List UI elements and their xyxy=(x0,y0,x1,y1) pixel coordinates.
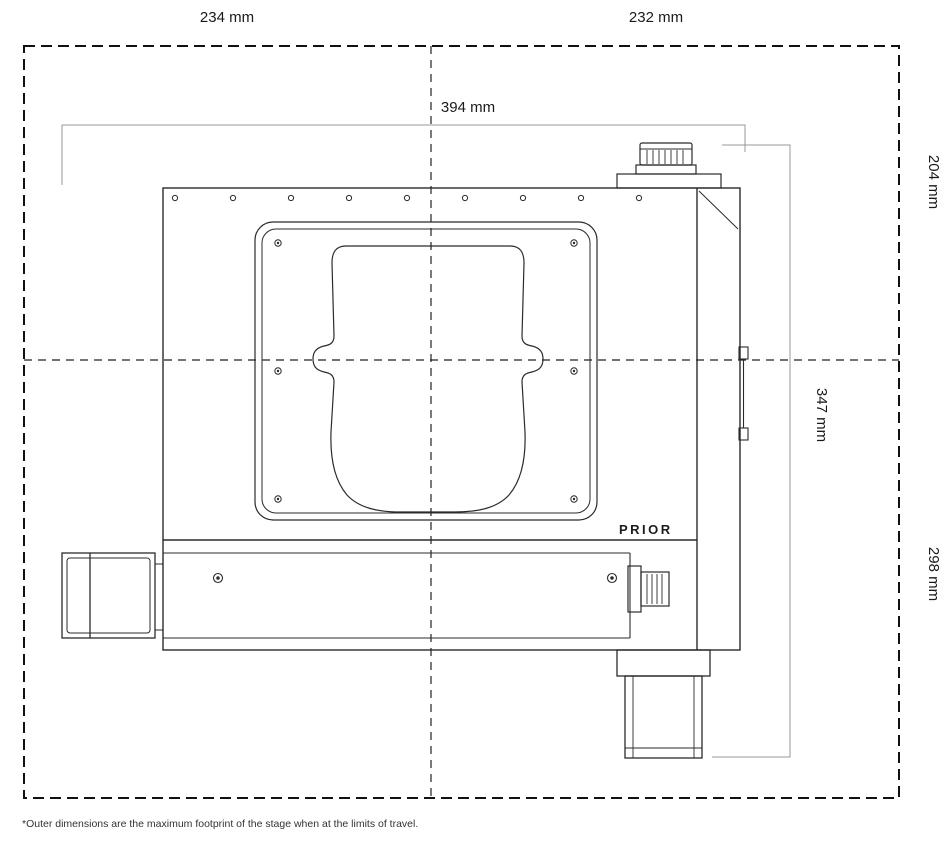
screw-hole xyxy=(274,495,282,503)
dim-label-298mm: 298 mm xyxy=(925,547,942,601)
screw-hole-center xyxy=(572,497,576,501)
screw-hole-center xyxy=(276,241,280,245)
x-axis-rail xyxy=(163,552,631,639)
top-screw-holes xyxy=(171,194,643,202)
screw-hole xyxy=(570,495,578,503)
prior-logo: PRIOR xyxy=(619,522,673,537)
screw-hole-center xyxy=(572,241,576,245)
screw-hole xyxy=(570,239,578,247)
dim-label-204mm: 204 mm xyxy=(925,155,942,209)
right-edge-encoder xyxy=(738,346,749,441)
screw-hole xyxy=(461,194,469,202)
left-motor-body xyxy=(61,552,156,639)
left-motor-coupling xyxy=(154,563,164,631)
bottom-motor-flange xyxy=(616,649,711,677)
connector-cylinder xyxy=(639,142,693,166)
bottom-connector-ribs xyxy=(646,574,663,604)
screw-hole xyxy=(171,194,179,202)
screw-hole xyxy=(345,194,353,202)
stage-outline xyxy=(162,187,741,651)
dim-label-234mm: 234 mm xyxy=(200,9,254,26)
screw-hole xyxy=(570,367,578,375)
screw-hole xyxy=(229,194,237,202)
footnote: *Outer dimensions are the maximum footpr… xyxy=(22,818,418,830)
screw-hole-center xyxy=(572,369,576,373)
connector-ribs xyxy=(646,150,684,164)
rail-screw xyxy=(212,572,224,584)
connector-collar xyxy=(635,164,697,175)
aperture-plate-inner xyxy=(261,228,591,514)
screw-hole xyxy=(274,367,282,375)
dim-line-347 xyxy=(712,144,791,758)
stage-body xyxy=(162,187,741,651)
dim-label-394mm: 394 mm xyxy=(441,99,495,116)
footprint-dashed-border xyxy=(23,45,900,799)
dim-label-347mm: 347 mm xyxy=(813,388,830,442)
screw-hole xyxy=(519,194,527,202)
screw-hole-center xyxy=(276,369,280,373)
screw-hole xyxy=(403,194,411,202)
dim-line-394 xyxy=(61,124,746,185)
aperture-plate xyxy=(254,221,598,521)
rail-screw xyxy=(606,572,618,584)
slide-aperture-outline xyxy=(312,245,544,513)
screw-hole xyxy=(635,194,643,202)
stage-corner-chamfer xyxy=(698,190,739,230)
aperture-plate-outer xyxy=(254,221,598,521)
connector-base-plate xyxy=(616,173,722,189)
screw-hole xyxy=(287,194,295,202)
top-connector xyxy=(616,142,722,189)
screw-hole xyxy=(274,239,282,247)
bottom-motor-body xyxy=(624,675,703,759)
bottom-connector-cylinder xyxy=(640,571,670,607)
left-motor-inner xyxy=(66,557,151,634)
bottom-connector xyxy=(627,565,670,613)
left-motor xyxy=(61,552,164,639)
bottom-motor xyxy=(616,649,711,759)
screw-hole xyxy=(577,194,585,202)
dim-label-232mm: 232 mm xyxy=(629,9,683,26)
aperture-plate-screws xyxy=(274,239,578,503)
screw-hole-center xyxy=(276,497,280,501)
